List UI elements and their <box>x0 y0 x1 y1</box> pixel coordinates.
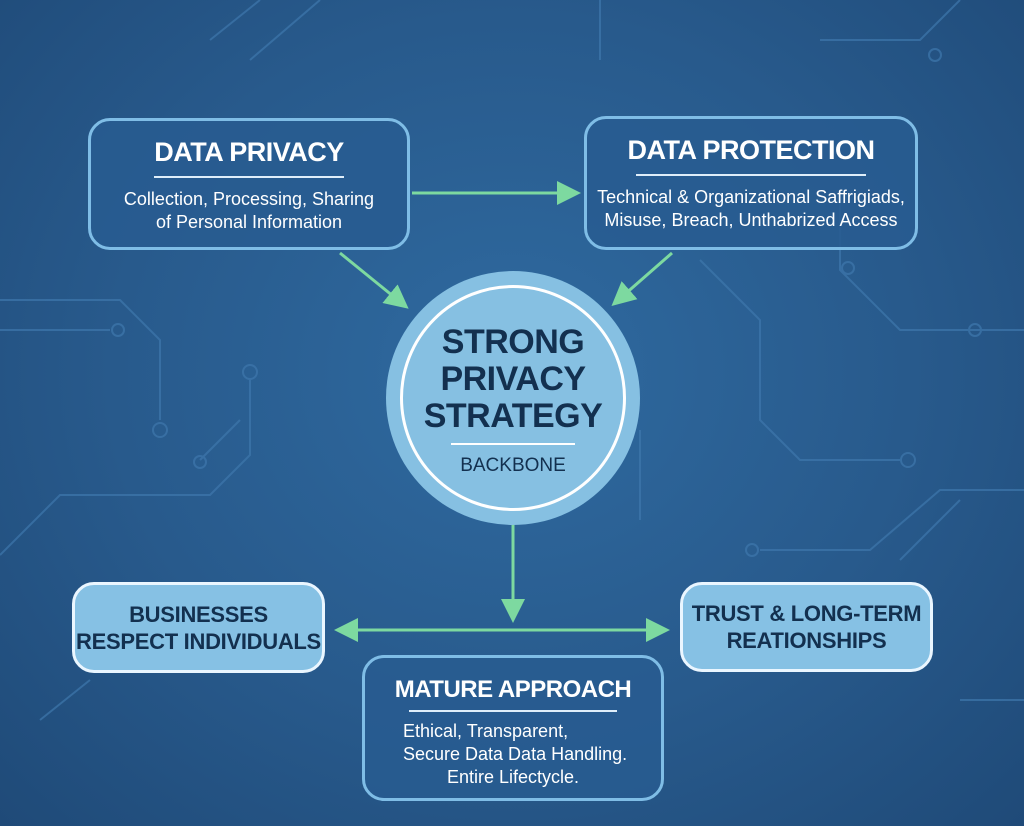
strong-privacy-strategy-node: STRONG PRIVACY STRATEGY BACKBONE <box>386 271 640 525</box>
center-subtitle: BACKBONE <box>460 455 566 476</box>
data-privacy-box: DATA PRIVACY Collection, Processing, Sha… <box>88 118 410 250</box>
data-protection-line: Misuse, Breach, Unthabrized Access <box>604 210 898 230</box>
data-protection-box: DATA PROTECTION Technical & Organization… <box>584 116 918 250</box>
mature-approach-box: MATURE APPROACH Ethical, Transparent, Se… <box>362 655 664 801</box>
inner-ring: STRONG PRIVACY STRATEGY BACKBONE <box>400 285 626 511</box>
center-title: STRONG PRIVACY STRATEGY <box>403 324 623 435</box>
mature-line: Entire Lifectycle. <box>446 767 580 787</box>
businesses-box: BUSINESSES RESPECT INDIVIDUALS <box>72 582 325 673</box>
mature-line: Ethical, Transparent, <box>403 721 569 741</box>
data-privacy-line: of Personal Information <box>155 212 343 232</box>
mature-approach-title: MATURE APPROACH <box>394 676 632 703</box>
divider <box>451 443 575 445</box>
arrow-protection-to-strategy <box>611 251 673 306</box>
businesses-line: RESPECT INDIVIDUALS <box>76 628 321 654</box>
divider <box>409 710 617 712</box>
divider <box>636 174 866 176</box>
trust-box: TRUST & LONG-TERM REATIONSHIPS <box>680 582 933 672</box>
trust-line: REATIONSHIPS <box>726 628 887 653</box>
center-title-line: PRIVACY <box>440 360 586 398</box>
trust-line: TRUST & LONG-TERM <box>691 601 922 626</box>
mature-line: Secure Data Data Handling. <box>403 744 628 764</box>
divider <box>154 176 344 178</box>
center-title-line: STRATEGY <box>423 397 603 435</box>
data-protection-line: Technical & Organizational Saffrigiads, <box>597 187 905 207</box>
data-privacy-line: Collection, Processing, Sharing <box>123 189 375 209</box>
data-protection-title: DATA PROTECTION <box>627 135 875 165</box>
data-privacy-title: DATA PRIVACY <box>154 137 344 167</box>
center-title-line: STRONG <box>441 323 585 361</box>
arrow-privacy-to-strategy <box>339 251 409 309</box>
businesses-line: BUSINESSES <box>129 601 268 627</box>
